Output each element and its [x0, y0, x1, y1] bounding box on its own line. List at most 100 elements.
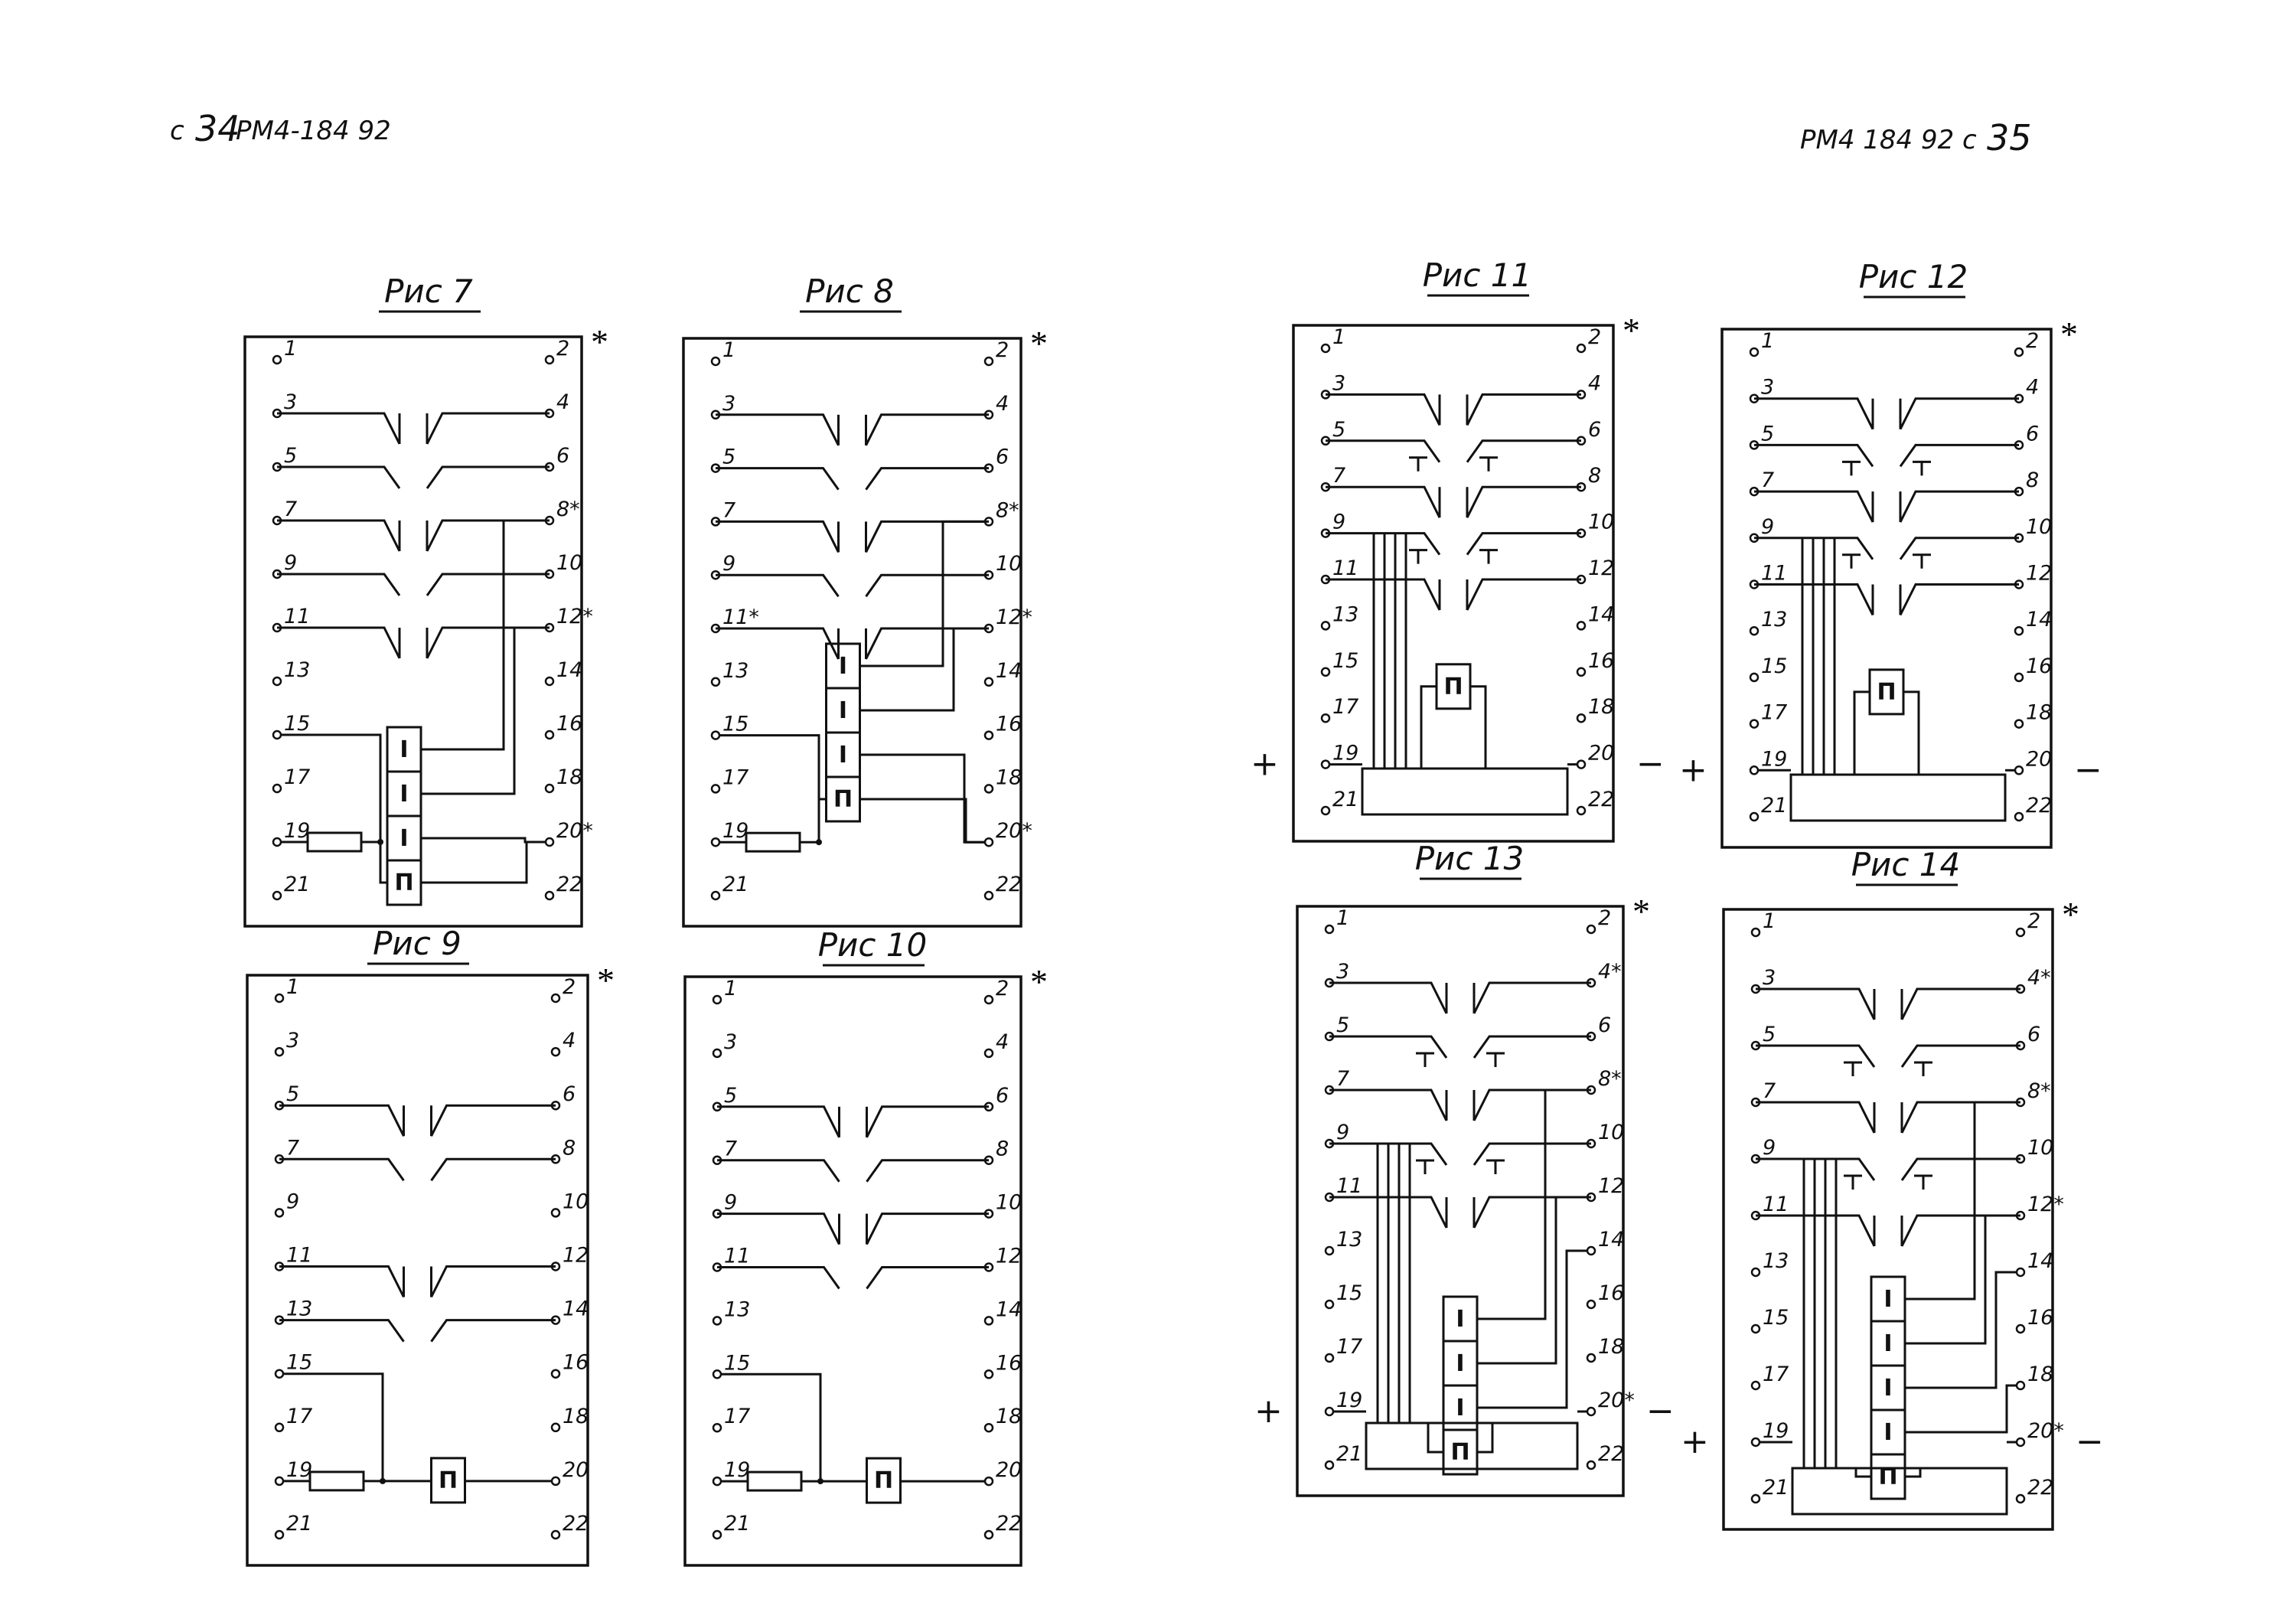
terminal-label: 14 [563, 1297, 589, 1321]
coil-lead [1477, 1249, 1587, 1409]
terminal-16 [1576, 667, 1587, 677]
contact-arm-left [716, 520, 840, 553]
terminal-label: 18 [556, 765, 582, 789]
terminal-label: 6 [996, 1084, 1009, 1108]
resistor [308, 1470, 365, 1492]
terminal-22 [550, 1529, 561, 1540]
terminal-21 [1324, 1460, 1335, 1470]
terminal-label: 22 [2026, 794, 2052, 818]
terminal-label: 18 [2026, 701, 2052, 725]
terminal-label: 14 [2027, 1249, 2053, 1273]
coil-cell-label: I [1456, 1350, 1464, 1377]
contact-arm-right [1473, 981, 1591, 1014]
contact-arm-left [716, 573, 840, 598]
terminal-label: 6 [1598, 1013, 1611, 1037]
terminal-label: 17 [724, 1405, 750, 1428]
terminal-18 [983, 1422, 994, 1433]
polarity-minus: − [1646, 1392, 1675, 1431]
wire-20 [421, 840, 546, 884]
terminal-21 [1320, 805, 1331, 816]
terminal-13 [710, 677, 721, 687]
terminal-label: 9 [1763, 1136, 1776, 1160]
terminal-label: 15 [1761, 654, 1787, 678]
terminal-22 [544, 890, 555, 901]
terminal-label: 12* [996, 605, 1032, 629]
terminal-15 [1750, 1323, 1761, 1334]
terminal-20 [1576, 759, 1587, 769]
terminal-label: 3 [1332, 371, 1345, 395]
terminal-block-frame [682, 337, 1022, 928]
terminal-block-frame [1720, 328, 2053, 849]
terminal-14 [2015, 1267, 2026, 1278]
corner-star-mark: * [591, 322, 608, 361]
coil-cell-label: I [400, 736, 408, 763]
terminal-label: 2 [996, 338, 1009, 362]
terminal-3 [712, 1048, 722, 1059]
terminal-label: 18 [1588, 695, 1614, 719]
terminal-label: 10 [1588, 511, 1614, 534]
coil-feed [1477, 1423, 1494, 1454]
figure-title: Рис 10 [818, 926, 928, 964]
terminal-21 [272, 890, 282, 901]
terminal-label: 17 [286, 1405, 312, 1428]
contact-arm-left [1326, 439, 1441, 463]
terminal-label: 13 [1336, 1228, 1362, 1252]
contact-arm-right [866, 1266, 989, 1290]
terminal-label: 4* [2027, 966, 2051, 990]
contact-arm-right [426, 573, 550, 596]
terminal-block-frame [1292, 324, 1615, 843]
contact-arm-right [1473, 1035, 1591, 1059]
terminal-label: 13 [1761, 608, 1787, 632]
terminal-label: 22 [1588, 788, 1614, 811]
coil-lead [1905, 1101, 2017, 1301]
coil-cell-label: I [1456, 1395, 1464, 1421]
terminal-label: 8* [996, 498, 1019, 522]
contact-arm-left [1329, 1035, 1448, 1059]
contact-arm-right [1899, 443, 2019, 468]
terminal-label: 2 [996, 977, 1009, 1000]
contact-arm-right [1899, 397, 2019, 430]
coil-cell-label: I [400, 781, 408, 808]
terminal-21 [1750, 1493, 1761, 1504]
contact-arm-right [1900, 1101, 2020, 1134]
coil-lead [1905, 1214, 2017, 1345]
terminal-13 [272, 676, 282, 687]
contact-arm-left [277, 626, 401, 659]
contact-arm-right [866, 1105, 989, 1138]
terminal-19 [712, 1476, 722, 1487]
terminal-18 [544, 783, 555, 794]
contact-arm-right [1900, 987, 2020, 1020]
coil-feed [1853, 690, 1870, 775]
terminal-label: 15 [286, 1351, 312, 1375]
contact-arm-right [865, 573, 989, 598]
contact-arm-right [1466, 532, 1581, 556]
terminal-label: 3 [1761, 376, 1774, 400]
terminal-label: 16 [1588, 649, 1614, 673]
terminal-label: 7 [722, 498, 735, 522]
contact-arm-left [1756, 1101, 1876, 1134]
terminal-label: 11 [1763, 1193, 1789, 1216]
terminal-label: 9 [724, 1191, 737, 1215]
terminal-label: 10 [1598, 1121, 1624, 1144]
terminal-label: 12* [556, 605, 593, 628]
terminal-label: 16 [556, 712, 582, 736]
terminal-15 [1324, 1299, 1335, 1310]
resistor [746, 1470, 803, 1492]
terminal-2 [2015, 927, 2026, 938]
terminal-label: 12* [2027, 1193, 2064, 1216]
contact-arm-right [1473, 1088, 1591, 1121]
contact-arm-left [1329, 981, 1448, 1014]
polarity-minus: − [2076, 1422, 2104, 1461]
terminal-9 [274, 1208, 285, 1218]
coil-cell-label: П [439, 1467, 458, 1494]
terminal-label: 21 [1761, 794, 1787, 818]
coil-cell-label: I [1883, 1375, 1892, 1402]
terminal-label: 5 [1336, 1013, 1349, 1037]
terminal-label: 1 [1336, 906, 1349, 930]
coil-lead [1905, 1384, 2017, 1434]
terminal-label: 11 [284, 605, 310, 628]
terminal-label: 15 [1336, 1281, 1362, 1305]
terminal-16 [2015, 1323, 2026, 1334]
terminal-label: 6 [2027, 1023, 2040, 1046]
terminal-19 [274, 1476, 285, 1487]
